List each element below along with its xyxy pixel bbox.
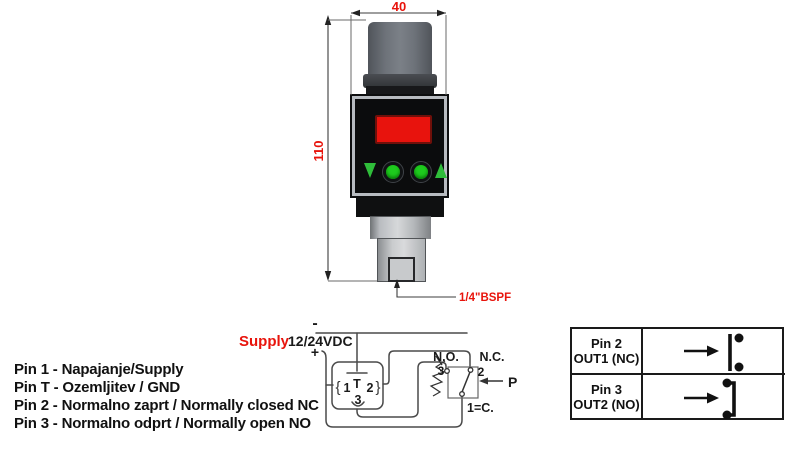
no-contact-symbol <box>684 378 736 419</box>
pin-legend-line-4: Pin 3 - Normalno odprt / Normally open N… <box>14 415 311 432</box>
up-arrow-icon <box>435 163 447 178</box>
nc-contact-symbol <box>684 333 744 372</box>
common-contact-label: 1=C. <box>467 401 494 415</box>
table-cell-pin3: Pin 3 OUT2 (NO) <box>572 375 643 419</box>
table-cell-nc-symbol <box>643 329 785 375</box>
nc-contact-number: 2 <box>478 365 485 379</box>
output-contacts-table: Pin 2 OUT1 (NC) Pin 3 OUT2 (NO) <box>570 327 785 420</box>
pin3-label: 3 <box>355 393 362 407</box>
plus-terminal-label: + <box>311 344 319 360</box>
hex-nut <box>370 216 431 239</box>
voltage-label: 12/24VDC <box>288 333 353 349</box>
left-button <box>382 161 404 183</box>
thread-callout: 1/4"BSPF <box>394 279 511 304</box>
down-arrow-icon <box>364 163 376 178</box>
pin2-name: Pin 2 <box>590 336 623 351</box>
table-cell-no-symbol <box>643 375 785 419</box>
device-body <box>350 94 449 198</box>
pin-legend-line-1: Pin 1 - Napajanje/Supply <box>14 361 184 378</box>
minus-terminal-label: - <box>312 315 317 332</box>
device-band-bottom <box>356 196 444 217</box>
table-cell-pin2: Pin 2 OUT1 (NC) <box>572 329 643 375</box>
no-label: N.O. <box>433 350 459 364</box>
connector-plug <box>368 22 432 76</box>
supply-label: Supply <box>239 333 290 350</box>
right-button <box>410 161 432 183</box>
pin3-output: OUT2 (NO) <box>573 397 640 412</box>
spring-symbol <box>429 360 446 397</box>
switch-lever <box>461 371 471 393</box>
left-button-cap <box>386 165 400 179</box>
height-dimension-label: 110 <box>311 141 326 162</box>
pressure-arrow-icon <box>479 377 488 385</box>
no-contact-number: 3 <box>438 364 445 378</box>
pin-legend-line-2: Pin T - Ozemljitev / GND <box>14 379 181 396</box>
pin3-name: Pin 3 <box>590 382 623 397</box>
pin-t-label: T <box>353 377 361 391</box>
right-button-cap <box>414 165 428 179</box>
pin2-socket-brace: } <box>375 379 380 396</box>
pin1-label: 1 <box>344 381 351 395</box>
width-dimension-label: 40 <box>392 0 406 14</box>
pin-legend-line-3: Pin 2 - Normalno zaprt / Normally closed… <box>14 397 319 414</box>
pin2-output: OUT1 (NC) <box>573 351 640 366</box>
thread-size-label: 1/4"BSPF <box>459 292 511 304</box>
pressure-label: P <box>508 374 517 390</box>
connector-collar <box>363 74 437 88</box>
nc-label: N.C. <box>480 350 505 364</box>
device-face <box>352 96 447 196</box>
pin1-socket-brace: { <box>335 379 340 396</box>
thread-tip <box>388 257 415 282</box>
pin2-label: 2 <box>367 381 374 395</box>
digital-display <box>375 115 432 144</box>
pin-legend: Pin 1 - Napajanje/Supply Pin T - Ozemlji… <box>14 361 319 433</box>
